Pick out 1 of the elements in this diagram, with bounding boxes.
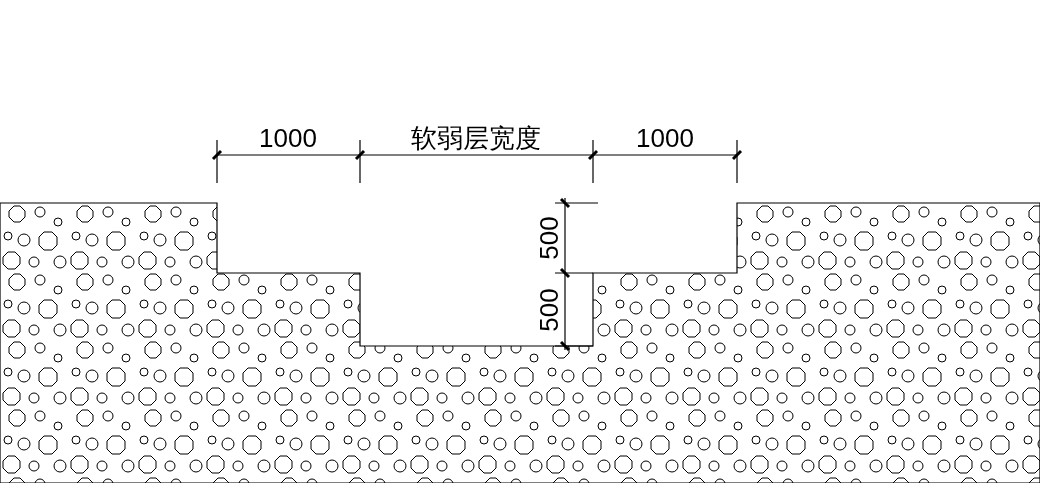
dimension-label: 软弱层宽度: [409, 124, 543, 152]
